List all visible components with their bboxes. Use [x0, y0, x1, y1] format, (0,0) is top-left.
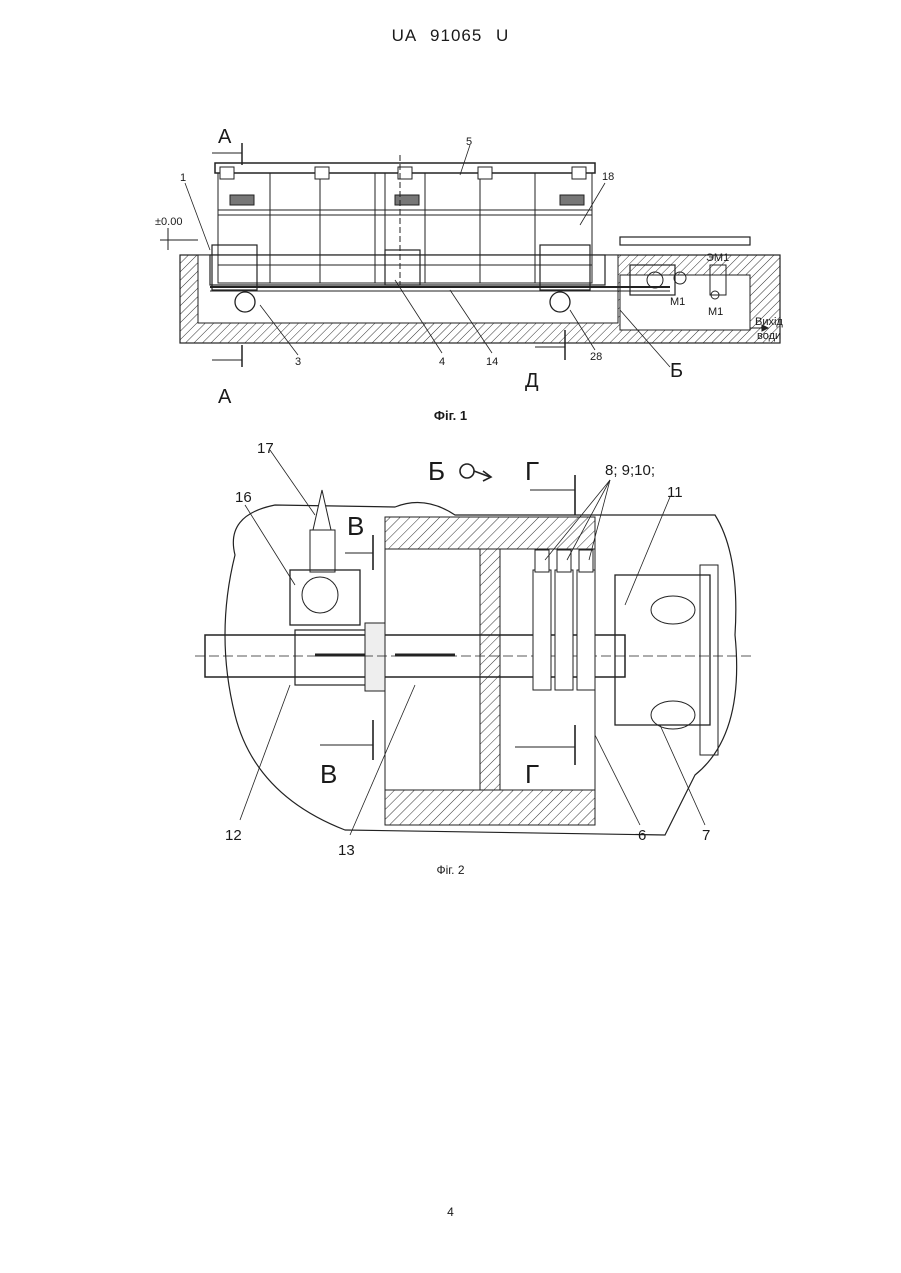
section-label-d: Д	[525, 370, 539, 392]
section-label-a-top: А	[218, 126, 232, 148]
figure-1-drawing: А А ±0.00 1 3 4 5 14 18 28 Б Д ЭМ1 М1 М1…	[150, 115, 800, 415]
part-label-18: 18	[602, 171, 614, 183]
document-header: UA 91065 U	[0, 26, 901, 46]
gearbox	[615, 565, 718, 755]
part-label-11: 11	[667, 484, 683, 501]
figure-1-caption: Фіг. 1	[0, 408, 901, 423]
leader-lines-2	[240, 450, 705, 835]
figure-2-caption: Фіг. 2	[0, 863, 901, 877]
figure-1-svg: А А ±0.00 1 3 4 5 14 18 28 Б Д ЭМ1 М1 М1…	[150, 115, 800, 415]
section-label-g-top: Г	[525, 456, 539, 486]
part-label-28: 28	[590, 351, 602, 363]
part-label-16: 16	[235, 489, 252, 506]
part-label-3: 3	[295, 356, 301, 368]
outlet-label-line1: Вихід	[755, 316, 783, 328]
section-label-v-top: В	[347, 511, 364, 541]
part-label-7: 7	[702, 827, 710, 844]
part-label-13: 13	[338, 842, 355, 859]
outlet-label-line2: води	[757, 330, 781, 342]
label-em1: ЭМ1	[706, 252, 729, 264]
part-label-6: 6	[638, 827, 646, 844]
part-label-1: 1	[180, 172, 186, 184]
machine-frame	[215, 163, 595, 283]
page-number: 4	[0, 1205, 901, 1219]
figure-2-drawing: 17 16 Б Г Г В В 8; 9;10; 11 12 13 6 7	[195, 435, 755, 860]
section-label-v-bottom: В	[320, 759, 337, 789]
level-mark-label: ±0.00	[155, 216, 182, 228]
label-m1-b: М1	[708, 306, 723, 318]
view-arrow	[460, 464, 491, 481]
section-label-b: Б	[670, 360, 683, 382]
figure-2-svg: 17 16 Б Г Г В В 8; 9;10; 11 12 13 6 7	[195, 435, 755, 860]
contact-discs	[533, 550, 595, 690]
section-label-a-bottom: А	[218, 386, 232, 408]
label-m1-a: М1	[670, 296, 685, 308]
part-label-5: 5	[466, 136, 472, 148]
part-label-12: 12	[225, 827, 242, 844]
part-label-8-9-10: 8; 9;10;	[605, 462, 655, 479]
view-label-b: Б	[428, 456, 445, 486]
part-label-4: 4	[439, 356, 445, 368]
section-label-g-bottom: Г	[525, 759, 539, 789]
shaft	[195, 623, 755, 691]
part-label-14: 14	[486, 356, 498, 368]
part-label-17: 17	[257, 440, 274, 457]
